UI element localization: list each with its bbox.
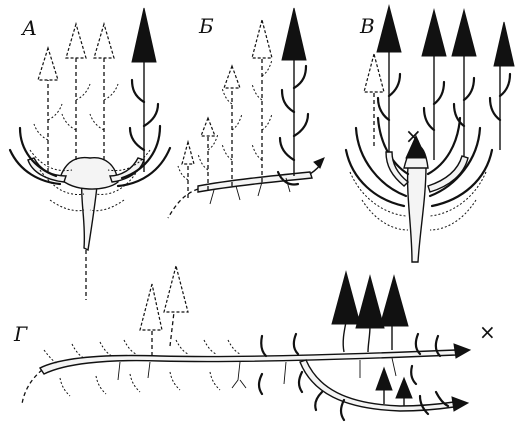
panel-v-arrow-dashed xyxy=(364,54,384,92)
panel-a-drawing xyxy=(10,8,170,300)
panel-b-rhizome-old xyxy=(168,189,198,218)
panel-a-rosette-base xyxy=(60,158,118,190)
panel-g-leaf-dashed xyxy=(60,372,220,396)
panel-g-roots xyxy=(118,358,396,388)
panel-v-arrow-solid xyxy=(494,22,514,66)
panel-b-arrow-dashed xyxy=(252,20,272,58)
panel-g-arrow-solid xyxy=(380,276,408,326)
panel-g-shoot-solid xyxy=(343,322,346,352)
panel-a-arrow-dashed xyxy=(66,24,86,58)
panel-b-rhizome-tip-head xyxy=(314,158,324,168)
panel-g-arrow-solid xyxy=(356,276,384,328)
panel-b-arrow-dashed xyxy=(224,66,240,88)
panel-g-arrow-solid xyxy=(332,272,360,324)
panel-a-arrow-solid xyxy=(132,8,156,62)
panel-v-arrow-solid xyxy=(422,10,446,56)
panel-v-leaf xyxy=(428,118,460,174)
panel-v-drawing xyxy=(346,6,514,262)
panel-v-arrow-solid xyxy=(452,10,476,56)
panel-g-branch-arrow xyxy=(396,378,412,398)
panel-v-bud-tip xyxy=(406,136,426,158)
panel-b-drawing xyxy=(168,8,324,218)
panel-a-leaf-dashed xyxy=(50,200,84,211)
panel-g-stolon-old xyxy=(22,370,42,404)
panel-g-stolon-tip xyxy=(454,344,470,358)
panel-v-taproot xyxy=(408,166,426,262)
panel-v-side-shoot-left xyxy=(386,152,408,186)
panel-a-arrow-dashed xyxy=(94,24,114,58)
panel-b-arrow-solid xyxy=(282,8,306,60)
panel-v-arrow-solid xyxy=(377,6,401,52)
panel-b-arrow-dashed xyxy=(201,118,215,136)
panel-g-branch-arrow xyxy=(376,368,392,390)
panel-g-main-stolon xyxy=(40,350,456,374)
panel-g-branch-stolon xyxy=(300,360,454,411)
panel-g-drawing xyxy=(22,266,470,420)
panel-g-branch-tip xyxy=(452,397,468,411)
panel-b-rhizome xyxy=(198,172,312,192)
panel-a-arrow-dashed xyxy=(38,48,58,80)
panel-g-arrow-dashed xyxy=(140,284,162,330)
panel-g-shoot-solid xyxy=(368,326,370,352)
panel-b-arrow-dashed xyxy=(182,142,194,164)
panel-v-shoot-leaf xyxy=(378,74,510,130)
panel-g-shoot-dashed xyxy=(170,312,174,346)
panel-g-arrow-dashed xyxy=(164,266,188,312)
